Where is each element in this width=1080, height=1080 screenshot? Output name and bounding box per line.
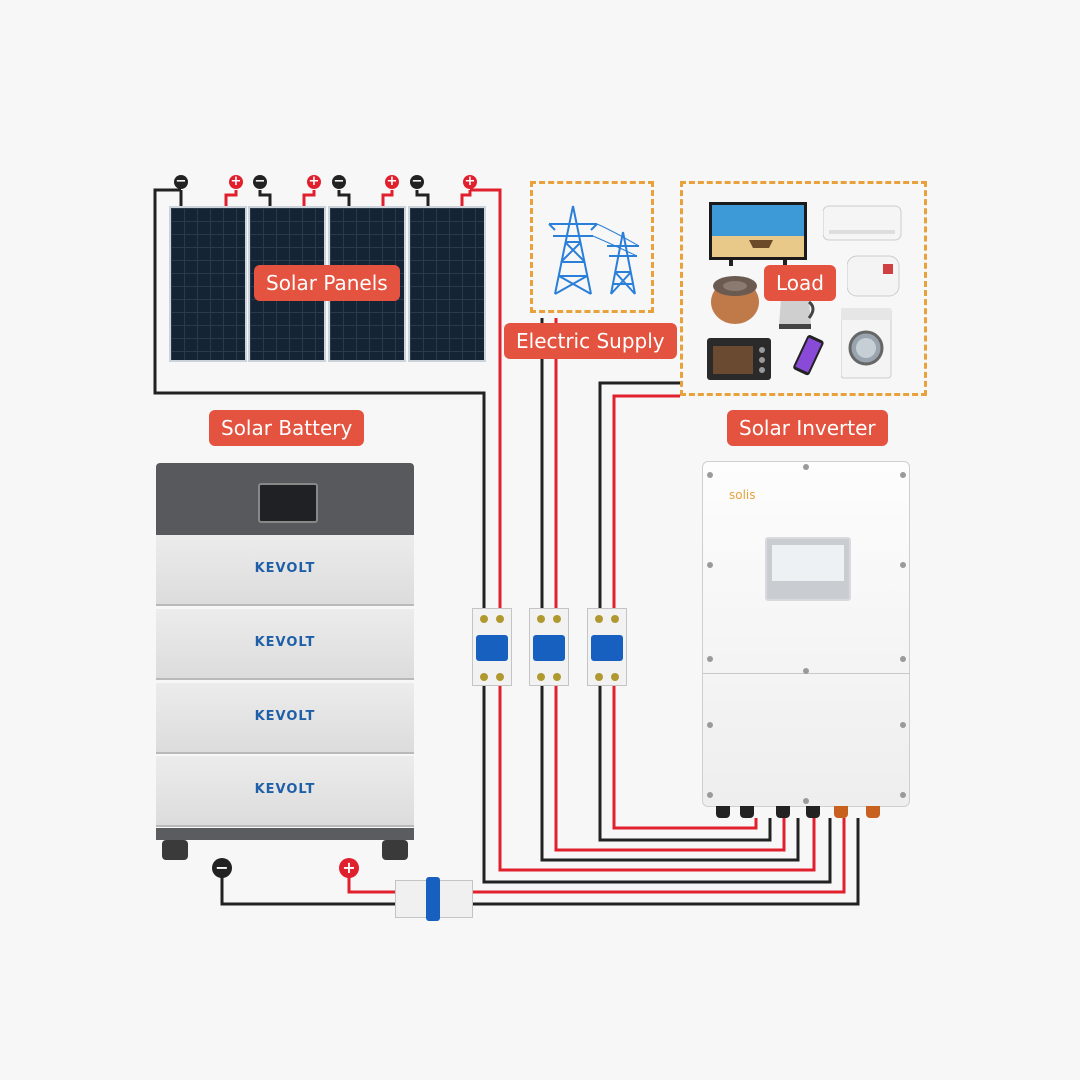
cable-gland <box>716 806 730 818</box>
load-wire-red <box>612 394 680 608</box>
tv-icon <box>709 202 807 266</box>
battery-brand-logo: KEVOLT <box>254 709 316 724</box>
kettle-icon <box>779 298 815 329</box>
battery-brand-logo: KEVOLT <box>254 635 316 650</box>
solar-battery: KEVOLT KEVOLT KEVOLT KEVOLT <box>156 463 414 840</box>
smartphone-icon <box>793 335 824 376</box>
load-box <box>680 181 927 396</box>
battery-negative-terminal-icon: − <box>212 858 232 878</box>
battery-dc-breaker <box>395 877 473 921</box>
water-heater-icon <box>847 255 900 297</box>
positive-terminal-icon: + <box>307 174 321 189</box>
pv-negative-wire <box>153 188 486 608</box>
battery-base <box>156 828 414 840</box>
solar-panel-4 <box>408 206 486 362</box>
solar-inverter-label: Solar Inverter <box>727 410 888 446</box>
solar-battery-label: Solar Battery <box>209 410 365 446</box>
cable-gland <box>740 806 754 818</box>
pv-positive-wire <box>470 188 502 608</box>
oven-icon <box>707 338 771 380</box>
negative-terminal-icon: − <box>253 174 267 189</box>
negative-terminal-icon: − <box>410 174 424 189</box>
negative-terminal-icon: − <box>174 174 188 189</box>
positive-terminal-icon: + <box>229 174 243 189</box>
battery-out-red <box>473 818 846 894</box>
breaker-toggle <box>533 635 565 661</box>
positive-terminal-icon: + <box>463 174 477 189</box>
panel-jumper-1 <box>234 190 262 195</box>
battery-display <box>258 483 318 523</box>
load-out-black <box>598 686 772 842</box>
load-wire-black <box>598 381 680 608</box>
battery-module: KEVOLT <box>156 535 414 606</box>
solar-panel-1 <box>169 206 247 362</box>
battery-module: KEVOLT <box>156 683 414 754</box>
pv-out-red <box>498 686 816 872</box>
battery-negative-wire <box>220 868 395 906</box>
solar-panels-label: Solar Panels <box>254 265 400 301</box>
cable-gland <box>834 806 848 818</box>
breaker-toggle <box>476 635 508 661</box>
washing-machine-icon <box>841 308 892 379</box>
load-out-red <box>612 686 758 830</box>
rice-cooker-icon <box>711 276 759 324</box>
load-label: Load <box>764 265 836 301</box>
air-conditioner-icon <box>823 205 902 241</box>
battery-brand-logo: KEVOLT <box>254 561 316 576</box>
pv-out-black <box>482 686 832 884</box>
breaker-toggle <box>591 635 623 661</box>
breaker-toggle <box>426 877 440 921</box>
battery-out-black <box>473 818 860 906</box>
battery-positive-terminal-icon: + <box>339 858 359 878</box>
load-breaker <box>587 608 627 686</box>
battery-control-module <box>156 463 414 535</box>
cable-gland <box>866 806 880 818</box>
electric-supply-box <box>530 181 654 313</box>
battery-module: KEVOLT <box>156 756 414 827</box>
positive-terminal-icon: + <box>385 174 399 189</box>
cable-gland <box>776 806 790 818</box>
negative-terminal-icon: − <box>332 174 346 189</box>
battery-wheel <box>162 840 188 860</box>
battery-module: KEVOLT <box>156 609 414 680</box>
electric-supply-label: Electric Supply <box>504 323 677 359</box>
grid-out-red <box>554 686 786 852</box>
inverter-brand-logo: solis <box>729 488 756 502</box>
battery-brand-logo: KEVOLT <box>254 782 316 797</box>
pv-breaker <box>472 608 512 686</box>
battery-wheel <box>382 840 408 860</box>
grid-out-black <box>540 686 800 862</box>
transmission-tower-icon <box>548 205 640 295</box>
inverter-display <box>765 537 851 601</box>
cable-gland <box>806 806 820 818</box>
grid-breaker <box>529 608 569 686</box>
solar-inverter: solis <box>702 461 910 807</box>
